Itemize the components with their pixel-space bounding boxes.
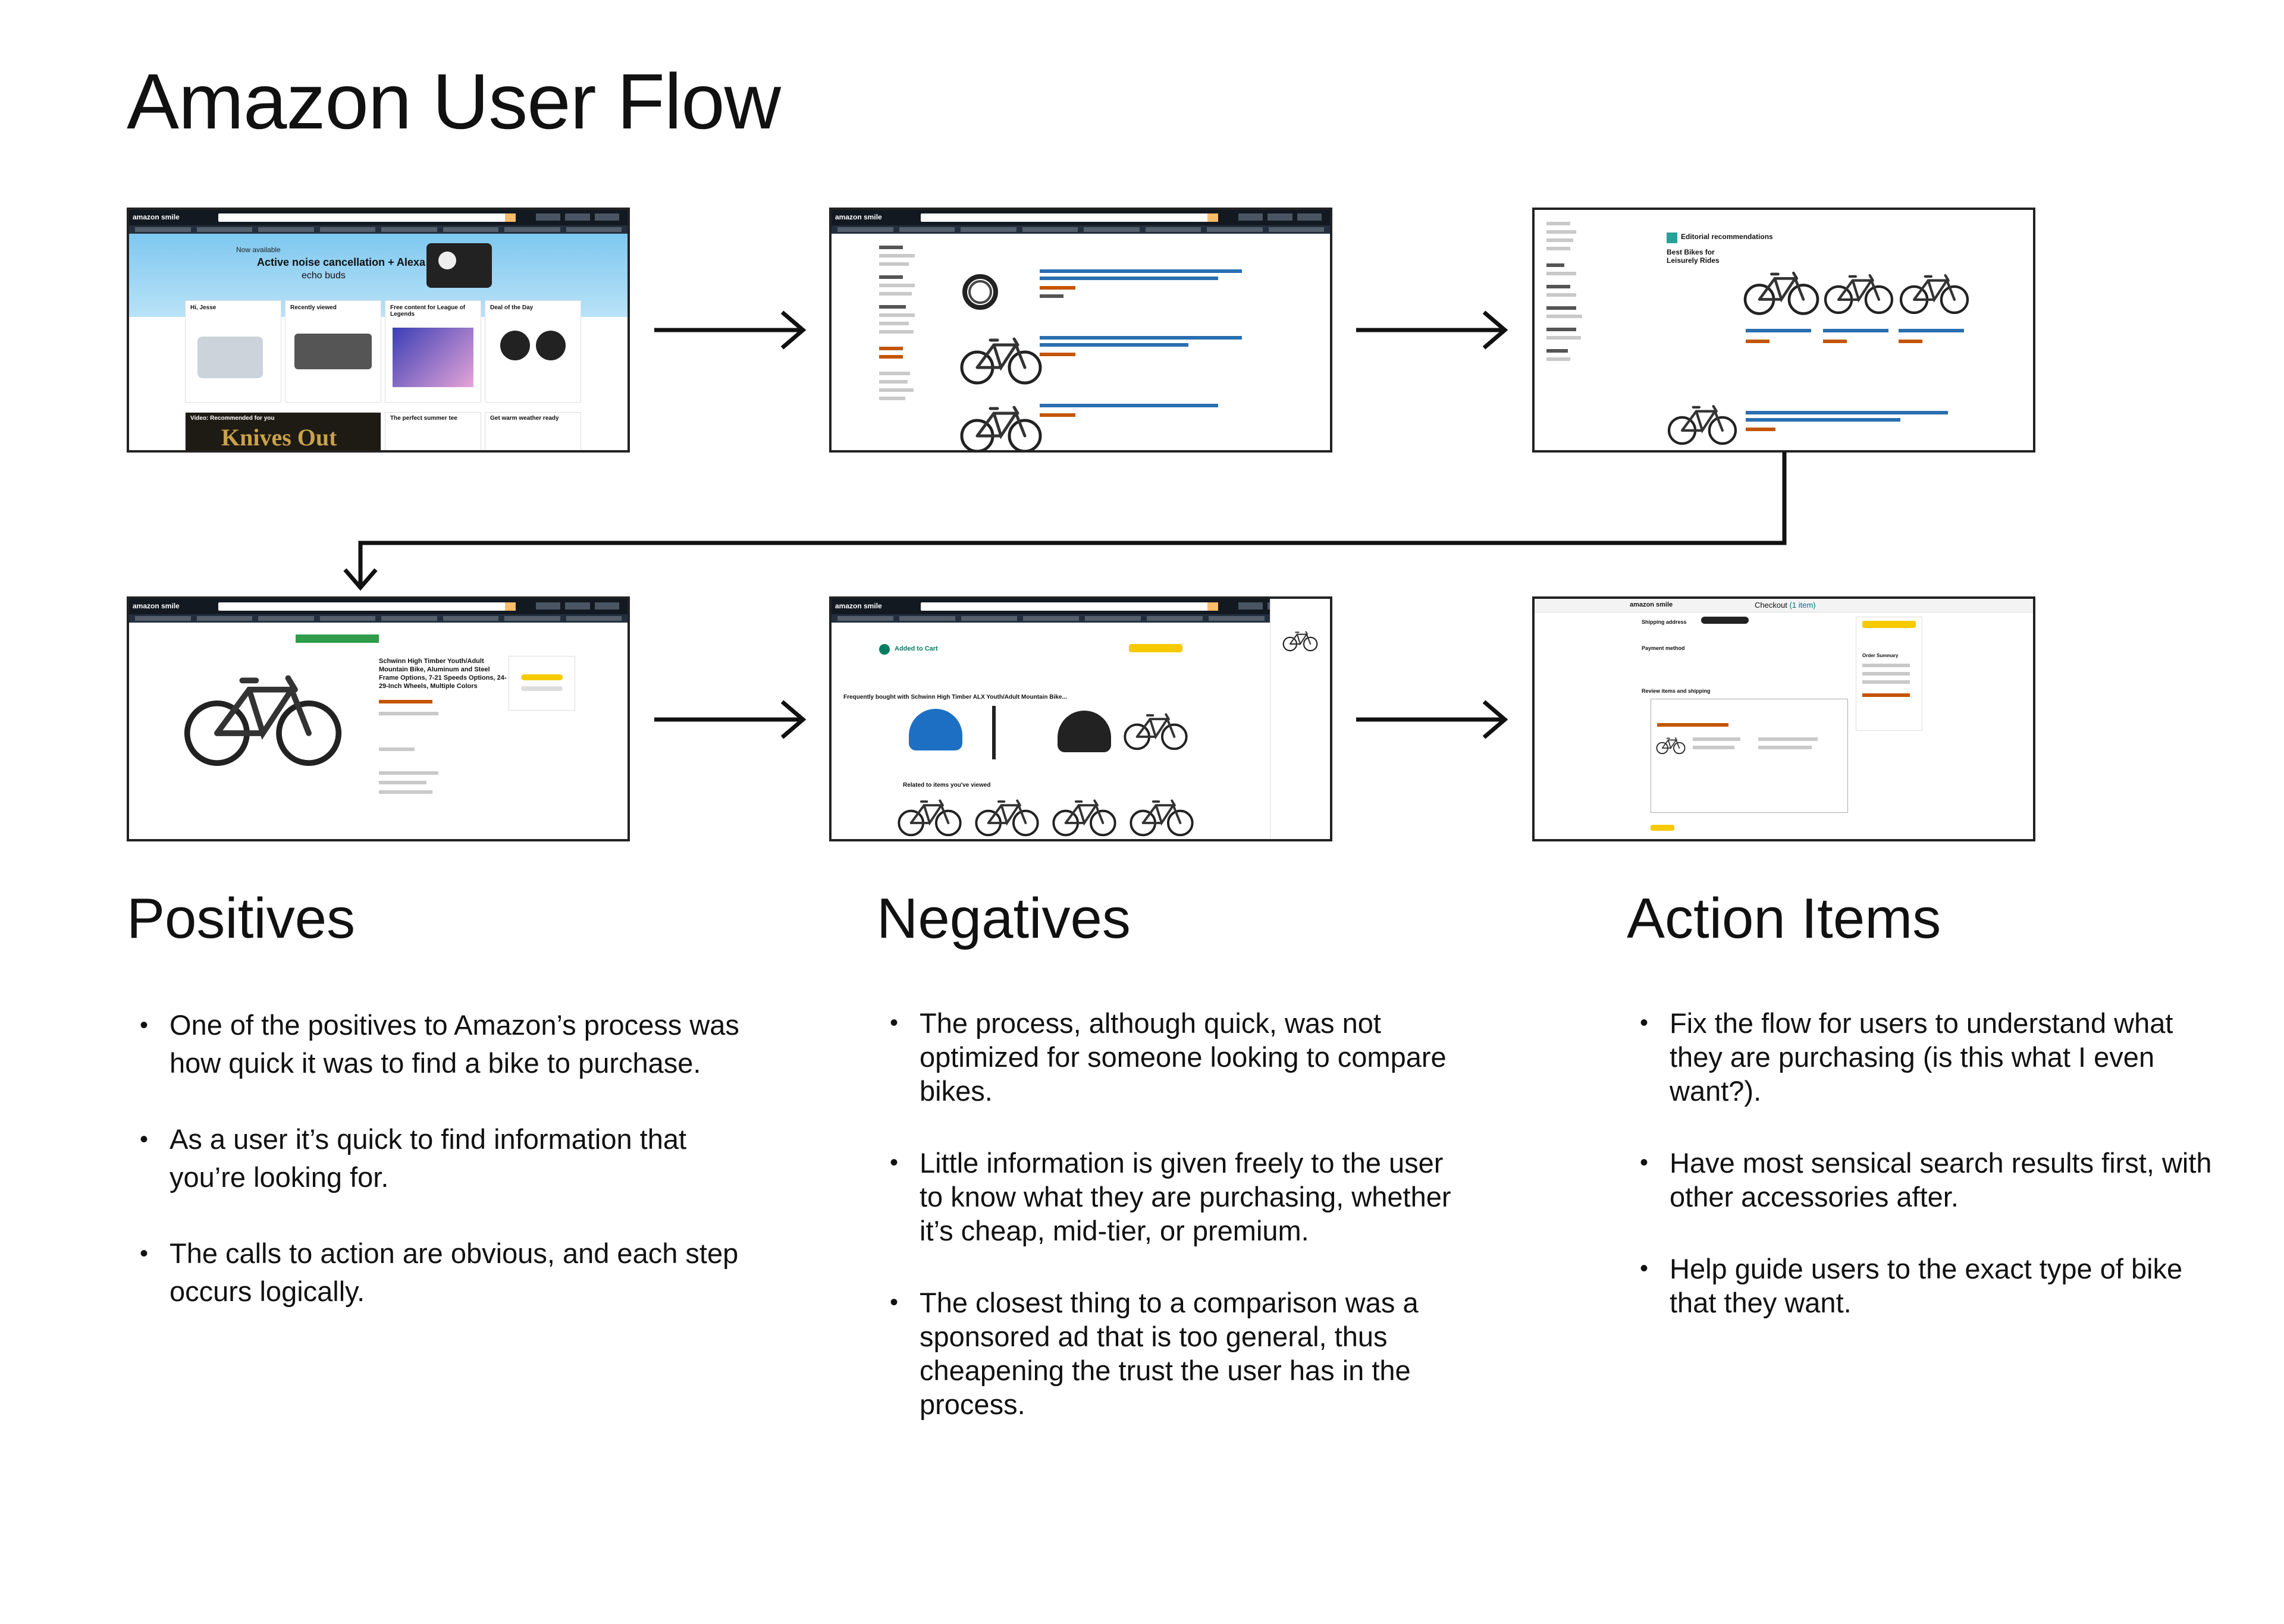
bike-image <box>959 332 1043 387</box>
product-title: Schwinn High Timber Youth/Adult Mountain… <box>379 658 507 690</box>
step-payment: Payment method <box>1642 645 1685 651</box>
bike-image <box>1899 269 1970 316</box>
editorial-logo <box>1667 233 1677 243</box>
positives-item: One of the positives to Amazon’s process… <box>127 1006 757 1082</box>
bike-image <box>1130 799 1194 837</box>
amazon-subnav <box>129 225 628 234</box>
bike-image <box>1667 400 1738 447</box>
knives-out-banner: Knives Out <box>221 424 337 451</box>
bike-image <box>1052 799 1116 837</box>
bike-image <box>1124 713 1188 750</box>
hero-line-3: echo buds <box>302 271 346 281</box>
negatives-item: Little information is given freely to th… <box>877 1146 1472 1248</box>
deal-banner <box>296 634 379 643</box>
positives-heading: Positives <box>127 887 356 950</box>
bike-lock-image <box>956 269 1010 311</box>
editorial-subheading: Best Bikes for Leisurely Rides <box>1667 248 1720 265</box>
check-icon <box>879 644 890 655</box>
positives-item: The calls to action are obvious, and eac… <box>127 1235 757 1311</box>
place-order-button <box>1651 825 1674 831</box>
proceed-checkout-button <box>1129 644 1182 652</box>
hero-line-2: Active noise cancellation + Alexa <box>257 256 425 268</box>
buy-box <box>509 656 575 711</box>
positives-list: One of the positives to Amazon’s process… <box>127 1006 757 1349</box>
action-item: Help guide users to the exact type of bi… <box>1627 1252 2222 1320</box>
screenshot-product-page: amazon smile Schwinn High Timber Youth/A… <box>127 596 630 841</box>
added-to-cart-label: Added to Cart <box>895 645 938 652</box>
card-deal-of-day: Deal of the Day <box>485 300 581 403</box>
hero-line-1: Now available <box>236 246 281 254</box>
negatives-heading: Negatives <box>877 887 1131 950</box>
flow-arrow-1 <box>654 310 807 350</box>
related-items-label: Related to items you've viewed <box>903 782 991 789</box>
action-item: Have most sensical search results first,… <box>1627 1146 2222 1214</box>
bike-image <box>1743 266 1820 317</box>
bike-image <box>975 799 1039 837</box>
card-video: Video: Recommended for you Knives Out <box>185 412 381 451</box>
screenshot-editorial: Editorial recommendations Best Bikes for… <box>1532 208 2035 453</box>
card-warm-weather: Get warm weather ready <box>485 412 581 450</box>
cart-side-panel <box>1270 599 1330 839</box>
screenshot-checkout: amazon smile Checkout (1 item) Shipping … <box>1532 596 2035 841</box>
flow-arrow-wrap <box>343 452 1787 591</box>
screenshot-search-results: amazon smile <box>829 208 1332 453</box>
order-summary-box: Order Summary <box>1856 617 1922 731</box>
page-title: Amazon User Flow <box>127 58 781 145</box>
flow-arrow-4 <box>654 700 807 739</box>
step-review: Review items and shipping <box>1642 688 1711 694</box>
editorial-heading: Editorial recommendations <box>1681 233 1773 241</box>
product-bike-image <box>183 664 343 770</box>
negatives-item: The closest thing to a comparison was a … <box>877 1286 1472 1421</box>
echo-buds-image <box>426 243 492 288</box>
negatives-list: The process, although quick, was not opt… <box>877 1006 1472 1459</box>
card-recently-viewed: Recently viewed <box>285 300 381 403</box>
positives-item: As a user it’s quick to find information… <box>127 1120 757 1196</box>
flow-arrow-5 <box>1356 700 1508 739</box>
screenshot-added-to-cart: amazon smile Added to Cart Frequently bo… <box>829 596 1332 841</box>
bike-image <box>898 799 962 837</box>
amazon-navbar: amazon smile <box>129 210 628 225</box>
negatives-item: The process, although quick, was not opt… <box>877 1006 1472 1108</box>
review-items-box <box>1651 699 1848 813</box>
flow-arrow-2 <box>1356 310 1508 350</box>
bike-image <box>1823 269 1894 316</box>
pump-image <box>992 706 996 759</box>
action-items-list: Fix the flow for users to understand wha… <box>1627 1006 2222 1358</box>
redacted-address <box>1701 617 1749 624</box>
search-bar <box>218 213 516 222</box>
step-shipping: Shipping address <box>1642 619 1687 625</box>
amazon-logo: amazon smile <box>133 213 180 221</box>
action-item: Fix the flow for users to understand wha… <box>1627 1006 2222 1108</box>
card-summer-tee: The perfect summer tee <box>385 412 481 450</box>
screenshot-homepage: amazon smile Now available Active noise … <box>127 208 630 453</box>
bike-image <box>959 400 1043 453</box>
frequently-bought-label: Frequently bought with Schwinn High Timb… <box>843 694 1067 701</box>
checkout-heading: Checkout (1 item) <box>1755 601 1816 610</box>
filter-sidebar <box>879 246 921 448</box>
helmet-image <box>909 709 962 750</box>
filter-sidebar <box>1546 222 1600 436</box>
card-account: Hi, Jesse <box>185 300 281 403</box>
action-items-heading: Action Items <box>1627 887 1941 950</box>
card-league: Free content for League of Legends <box>385 300 481 403</box>
helmet-image <box>1058 711 1111 752</box>
